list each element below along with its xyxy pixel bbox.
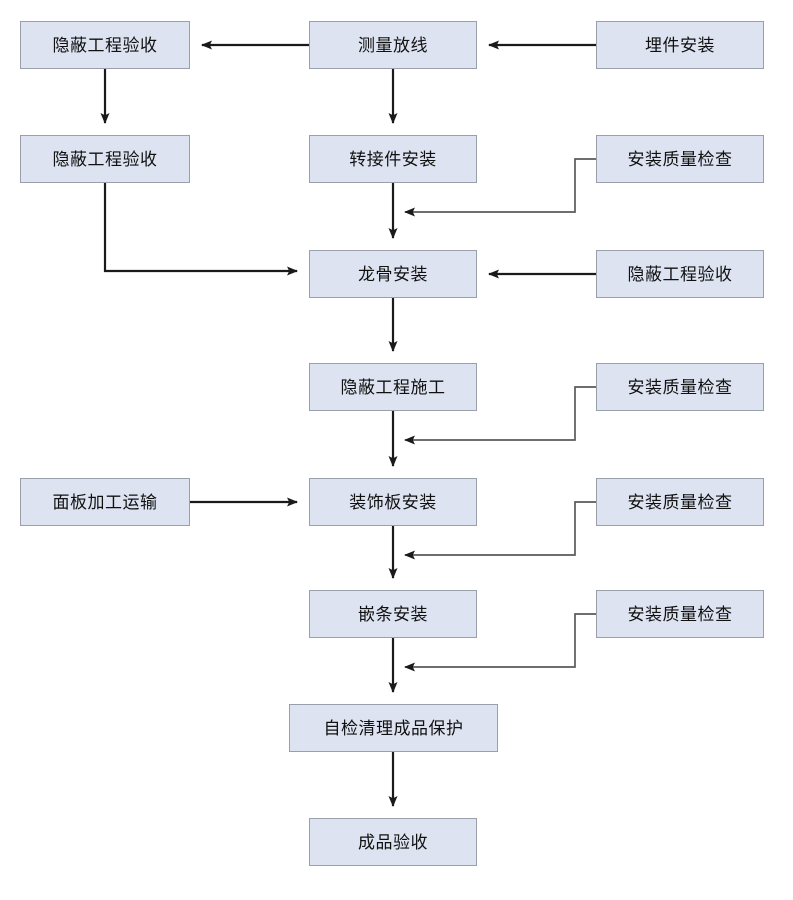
node-yinbi-gongcheng-yanshou-1[interactable]: 隐蔽工程验收 (20, 21, 190, 69)
node-label: 安装质量检查 (627, 492, 733, 512)
node-label: 面板加工运输 (52, 492, 158, 512)
node-celiang-fangxian[interactable]: 测量放线 (309, 21, 477, 69)
node-label: 埋件安装 (645, 35, 715, 55)
node-zhuanjiejian-anzhuang[interactable]: 转接件安装 (309, 135, 477, 183)
node-label: 隐蔽工程施工 (340, 377, 446, 397)
node-label: 隐蔽工程验收 (52, 149, 158, 169)
node-anzhuang-zhiliang-jiancha-2[interactable]: 安装质量检查 (596, 363, 764, 411)
node-label: 隐蔽工程验收 (52, 35, 158, 55)
node-label: 安装质量检查 (627, 149, 733, 169)
node-longgu-anzhuang[interactable]: 龙骨安装 (309, 250, 477, 298)
node-yinbi-gongcheng-yanshou-2[interactable]: 隐蔽工程验收 (20, 135, 190, 183)
node-zijian-qingli-chengpin-baohu[interactable]: 自检清理成品保护 (289, 704, 498, 752)
node-label: 测量放线 (358, 35, 428, 55)
edge-yinbi2-to-longgu (103, 183, 298, 276)
node-label: 龙骨安装 (358, 264, 428, 284)
node-label: 安装质量检查 (627, 604, 733, 624)
node-zhuangshiban-anzhuang[interactable]: 装饰板安装 (309, 478, 477, 526)
node-label: 嵌条安装 (358, 604, 428, 624)
node-maijian-anzhuang[interactable]: 埋件安装 (596, 21, 764, 69)
node-anzhuang-zhiliang-jiancha-1[interactable]: 安装质量检查 (596, 135, 764, 183)
node-label: 成品验收 (358, 832, 428, 852)
node-anzhuang-zhiliang-jiancha-3[interactable]: 安装质量检查 (596, 478, 764, 526)
node-yinbi-gongcheng-shigong[interactable]: 隐蔽工程施工 (309, 363, 477, 411)
node-label: 隐蔽工程验收 (627, 264, 733, 284)
node-label: 装饰板安装 (349, 492, 437, 512)
node-chengpin-yanshou[interactable]: 成品验收 (309, 818, 477, 866)
node-label: 自检清理成品保护 (323, 718, 464, 738)
node-yinbi-gongcheng-yanshou-3[interactable]: 隐蔽工程验收 (596, 250, 764, 298)
node-label: 转接件安装 (349, 149, 437, 169)
node-mianban-jiagong-yunshu[interactable]: 面板加工运输 (20, 478, 190, 526)
node-label: 安装质量检查 (627, 377, 733, 397)
node-anzhuang-zhiliang-jiancha-4[interactable]: 安装质量检查 (596, 590, 764, 638)
node-qiantiao-anzhuang[interactable]: 嵌条安装 (309, 590, 477, 638)
